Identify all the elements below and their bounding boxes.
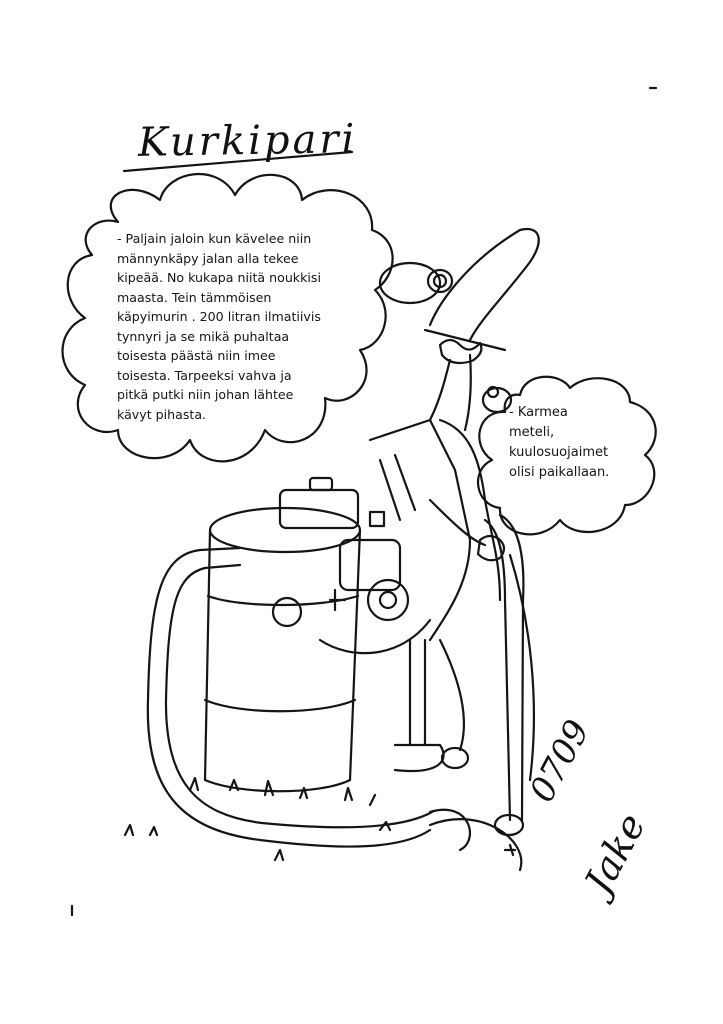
coat-tail: [508, 553, 536, 782]
coat-front: [368, 418, 472, 642]
thought-text-right: - Karmea meteli, kuulosuojaimet olisi pa…: [509, 405, 610, 480]
hair-scribble: [438, 338, 483, 365]
thought-dot-large: [378, 261, 442, 305]
comic-title: Kurkipari: [137, 116, 358, 166]
hat-brim: [423, 328, 507, 352]
pipe-mouth: [493, 813, 525, 837]
shoe-left: [393, 743, 445, 773]
intake-hose-outer: [146, 546, 432, 848]
barrel-outlet: [271, 596, 303, 628]
thought-bubble-right: [477, 375, 657, 536]
barrel-top: [208, 506, 362, 554]
blower-hub: [378, 590, 398, 610]
coat-folds: [378, 453, 417, 522]
leg-right: [438, 638, 466, 752]
intake-hose-inner: [164, 563, 434, 829]
pointed-hat: [428, 227, 540, 342]
leg-left: [408, 638, 427, 747]
thought-dot-right-small: [486, 385, 500, 399]
pine-cone: [503, 843, 517, 857]
blower-wheel: [366, 578, 410, 622]
thought-text-left: - Paljain jaloin kun kävelee niin männyn…: [117, 231, 321, 422]
grass-tufts-front: [123, 820, 392, 862]
barrel-left-side: [203, 528, 212, 782]
hose-end: [428, 808, 472, 852]
title-underline: [122, 150, 354, 173]
hand: [476, 534, 506, 562]
grass-tufts: [188, 776, 377, 807]
thought-bubble-left: [61, 172, 394, 463]
suction-pipe-right-edge: [498, 513, 525, 822]
thought-dot-inner: [426, 268, 454, 294]
suction-pipe-left-edge: [483, 518, 512, 822]
coat-back: [438, 418, 502, 602]
neck-line-back: [463, 353, 472, 432]
shoe-right: [440, 746, 470, 770]
thought-dot-core: [432, 273, 448, 289]
ground-line: [428, 818, 523, 872]
carburetor: [328, 588, 347, 612]
arm: [428, 498, 487, 547]
barrel-right-side: [348, 528, 362, 782]
neck-line: [428, 358, 452, 422]
engine-block: [338, 538, 402, 592]
barrel-bottom: [203, 778, 352, 793]
engine-mount: [318, 618, 432, 655]
fuel-cap: [308, 476, 334, 492]
spark-plug: [368, 510, 386, 528]
barrel-rib-lower: [203, 698, 357, 713]
